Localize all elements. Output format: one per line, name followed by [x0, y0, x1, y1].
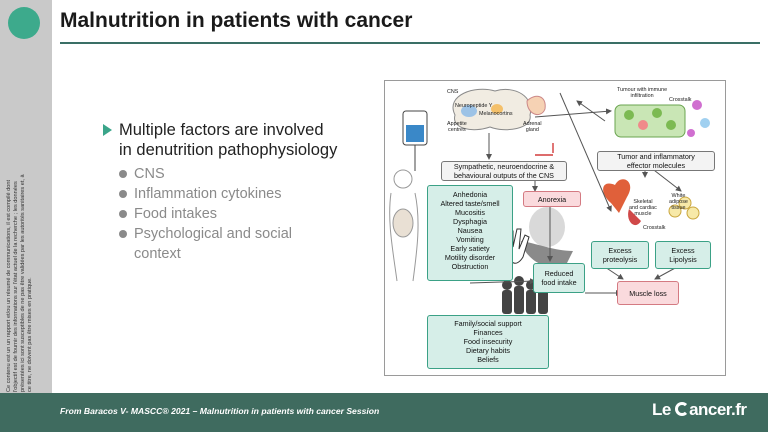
- human-body-icon: [389, 169, 419, 282]
- label-melanocortins: Melanocortins: [479, 111, 513, 117]
- triangle-bullet-icon: [103, 124, 112, 136]
- box-anorexia: Anorexia: [523, 191, 581, 207]
- brand-left-text: Le: [652, 400, 676, 419]
- label-cns: CNS: [447, 89, 459, 95]
- sub-bullet-text: CNS: [134, 166, 165, 182]
- tumour-cells-icon: [614, 100, 710, 138]
- left-sidebar: Ce contenu est un un rapport et/ou un ré…: [0, 0, 52, 432]
- brand-right-text: ancer.fr: [689, 400, 747, 419]
- disclaimer-line: Ce contenu est un un rapport et/ou un ré…: [6, 179, 12, 392]
- sub-bullet-text: context: [134, 246, 181, 262]
- slide-title: Malnutrition in patients with cancer: [60, 9, 413, 32]
- box-muscle-loss: Muscle loss: [617, 281, 679, 305]
- brand-logo[interactable]: Le ancer.fr: [652, 400, 747, 420]
- main-bullet: Multiple factors are involved in denutri…: [103, 120, 373, 160]
- dot-bullet-icon: [119, 210, 127, 218]
- disclaimer-line: l'objectif est de fournir des informatio…: [13, 181, 19, 392]
- brand-c-icon: [675, 402, 690, 416]
- dot-bullet-icon: [119, 170, 127, 178]
- sub-bullet-list: CNS Inflammation cytokines Food intakes …: [119, 164, 373, 264]
- sub-bullet-item: Inflammation cytokines: [119, 184, 373, 204]
- muscle-heart-icon: [603, 179, 641, 226]
- disclaimer-line: ce titre, ne doivent pas être mises en p…: [27, 277, 33, 392]
- disclaimer-text: Ce contenu est un un rapport et/ou un ré…: [6, 162, 34, 392]
- sub-bullet-text: Inflammation cytokines: [134, 186, 282, 202]
- sub-bullet-item: Psychological and social: [119, 224, 373, 244]
- crowd-silhouette-icon: [502, 276, 548, 314]
- pathophysiology-diagram: CNS Neuropeptide Y Melanocortins Appetit…: [384, 80, 726, 376]
- title-divider: [60, 42, 760, 44]
- sub-bullet-text: Psychological and social: [134, 226, 292, 242]
- main-bullet-line-2: in denutrition pathophysiology: [119, 141, 338, 159]
- label-crosstalk-top: Crosstalk: [669, 97, 692, 103]
- box-sympathetic: Sympathetic, neuroendocrine & behavioura…: [441, 161, 567, 181]
- disclaimer-line: présentées ici sont susceptibles de ne p…: [20, 174, 26, 392]
- brain-icon: [452, 88, 532, 131]
- label-crosstalk-mid: Crosstalk: [643, 225, 666, 231]
- footer-citation: From Baracos V- MASCC® 2021 – Malnutriti…: [60, 406, 380, 416]
- sub-bullet-item: Food intakes: [119, 204, 373, 224]
- sub-bullet-item: context: [119, 244, 373, 264]
- adipose-tissue-icon: [668, 196, 700, 220]
- logo-circle-icon: [8, 7, 40, 39]
- sub-bullet-item: CNS: [119, 164, 373, 184]
- main-bullet-line-1: Multiple factors are involved: [119, 121, 324, 139]
- footer-bar: From Baracos V- MASCC® 2021 – Malnutriti…: [0, 393, 768, 432]
- sub-bullet-text: Food intakes: [134, 206, 218, 222]
- bullet-list: Multiple factors are involved in denutri…: [103, 120, 373, 264]
- dot-bullet-icon: [119, 190, 127, 198]
- iv-bag-icon: [402, 110, 428, 171]
- diagram-illustrations: [389, 88, 710, 314]
- distressed-person-icon: [521, 207, 573, 268]
- label-neuropeptide: Neuropeptide Y: [455, 103, 493, 109]
- dot-bullet-icon: [119, 230, 127, 238]
